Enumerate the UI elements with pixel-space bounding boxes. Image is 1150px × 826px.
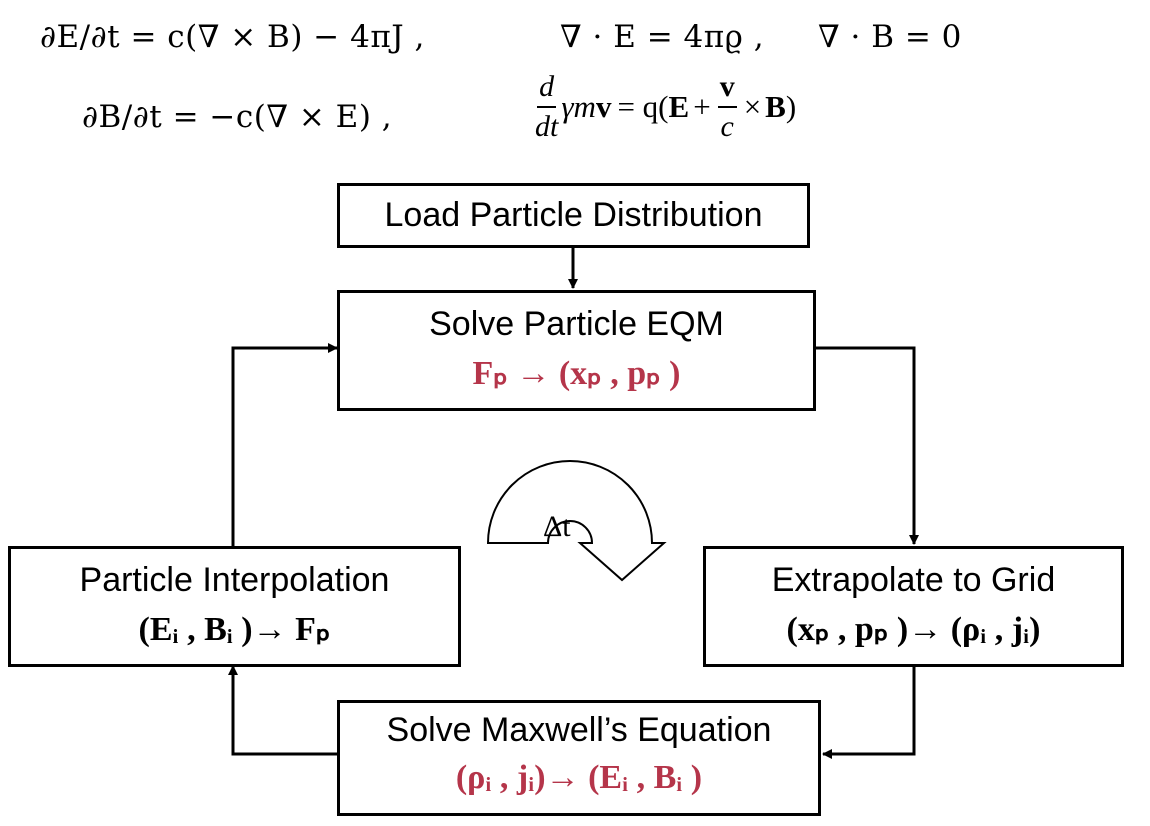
fraction-denominator: dt [535,110,559,143]
load-distribution-box: Load Particle Distribution [337,183,810,248]
b-field-term: B [765,89,786,124]
maxwell-title: Solve Maxwell’s Equation [386,711,772,749]
e-field-term: E [668,89,690,124]
fraction-numerator: d [537,72,557,108]
extrapolate-formula: (xₚ , pₚ )→ (ρᵢ , jᵢ) [786,611,1041,648]
ampere-equation: ∂E/∂t = c(∇ × B) − 4πJ , [40,19,425,55]
c-denominator: c [720,110,734,143]
solve-eqm-title: Solve Particle EQM [429,305,724,343]
solve-eqm-formula: Fₚ → (xₚ , pₚ ) [472,355,681,392]
interpolation-title: Particle Interpolation [79,561,390,599]
cycle-arrow-icon [486,460,667,582]
solve-eqm-box: Solve Particle EQM Fₚ → (xₚ , pₚ ) [337,290,816,411]
arrow-maxwell-to-interpolation [228,665,337,756]
v-numerator: v [717,72,737,108]
gauss-equation: ∇ · E = 4πϱ , [560,19,765,55]
maxwell-formula: (ρᵢ , jᵢ)→ (Eᵢ , Bᵢ ) [455,759,703,796]
d-dt-fraction: d dt [535,72,558,142]
interpolation-formula: (Eᵢ , Bᵢ )→ Fₚ [138,611,331,648]
velocity-term: v [595,89,612,124]
arrow-extrapolate-to-maxwell [822,666,916,759]
faraday-equation: ∂B/∂t = −c(∇ × E) , [82,99,393,135]
load-distribution-title: Load Particle Distribution [384,196,763,234]
charge-term: = q( [617,89,669,124]
arrow-interpolation-to-solve [231,343,338,546]
close-paren: ) [785,89,797,124]
extrapolate-title: Extrapolate to Grid [771,561,1056,599]
no-monopole-equation: ∇ · B = 0 [818,19,962,55]
cross-symbol: × [743,89,762,124]
arrow-solve-to-extrapolate [815,346,919,545]
maxwell-box: Solve Maxwell’s Equation (ρᵢ , jᵢ)→ (Eᵢ … [337,700,821,816]
extrapolate-box: Extrapolate to Grid (xₚ , pₚ )→ (ρᵢ , jᵢ… [703,546,1124,667]
gamma-m-term: γm [561,89,596,124]
time-step-label: Δt [543,510,571,543]
v-over-c-fraction: v c [717,72,737,143]
interpolation-box: Particle Interpolation (Eᵢ , Bᵢ )→ Fₚ [8,546,461,667]
